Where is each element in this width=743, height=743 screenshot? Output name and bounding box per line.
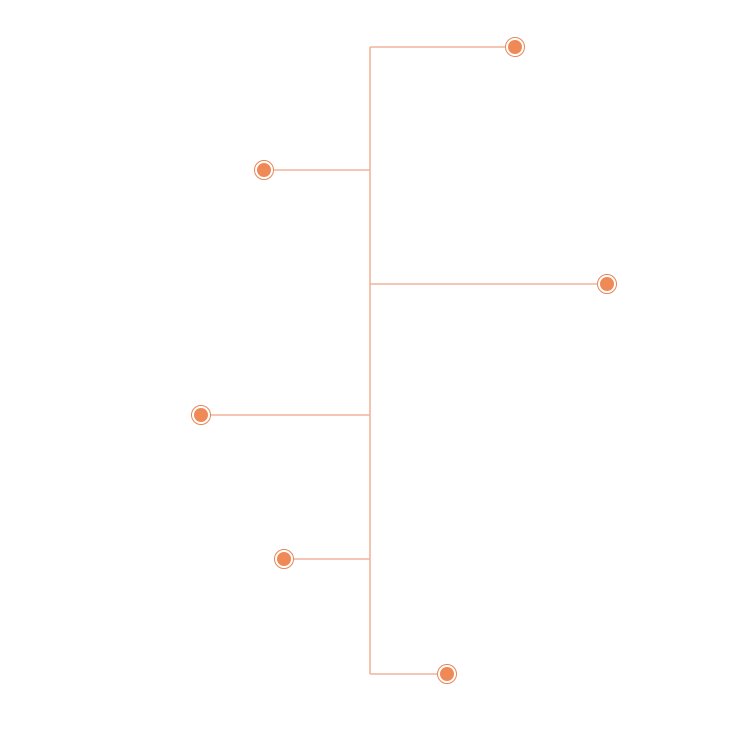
circle-dot-icon [194,408,208,422]
circle-dot-icon [257,163,271,177]
circle-dot-icon [277,552,291,566]
branch-group [191,37,617,684]
circle-dot-icon [600,277,614,291]
circle-dot-icon [440,667,454,681]
circle-dot-icon [508,40,522,54]
